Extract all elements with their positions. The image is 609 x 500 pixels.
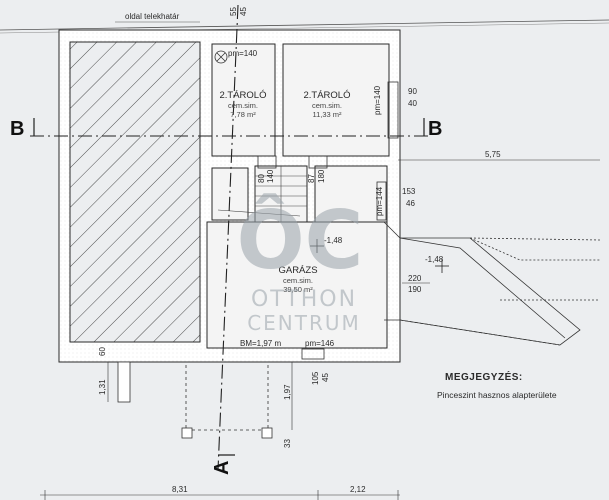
room-garage-area: 39,50 m² (283, 285, 313, 294)
notes: MEGJEGYZÉS: Pinceszint hasznos alapterül… (437, 370, 557, 400)
room-storage-1-name: 2.TÁROLÓ (220, 90, 267, 101)
bottom-details (117, 361, 273, 439)
dim-pm144: pm=144 (375, 186, 384, 216)
dim-575: 5,75 (485, 150, 501, 159)
dim-45: 45 (239, 7, 248, 16)
outer-walls (58, 29, 401, 363)
dim-pm146: pm=146 (305, 339, 335, 348)
dim-55: 55 (229, 7, 238, 16)
watermark-logo-text: ÔC (237, 193, 364, 287)
level-ramp-text: -1,48 (425, 255, 444, 264)
room-storage-2-floor: cem.sim. (312, 101, 342, 110)
room-storage-1-floor: cem.sim. (228, 101, 258, 110)
level-marker-ramp: -1,48 (425, 255, 449, 273)
notes-text: Pinceszint hasznos alapterülete (437, 390, 557, 400)
dim-212: 2,12 (350, 485, 366, 494)
room-storage-1-area: 7,78 m² (230, 110, 256, 119)
dim-80: 80 (257, 174, 266, 183)
dim-190: 190 (408, 285, 422, 294)
dim-pm140-top: pm=140 (228, 49, 258, 58)
dim-197: 1,97 (283, 384, 292, 400)
dim-46: 46 (406, 199, 415, 208)
property-line-label: oldal telekhatár (125, 12, 180, 21)
room-garage: GARÁZS cem.sim. 39,50 m² (278, 265, 317, 294)
dim-140: 140 (266, 169, 275, 183)
dim-831: 8,31 (172, 485, 188, 494)
watermark-logo: ÔC OTTHON CENTRUM (237, 193, 364, 335)
dim-33: 33 (283, 439, 292, 448)
level-marker-garage: -1,48 (310, 236, 343, 253)
room-storage-1: 2.TÁROLÓ cem.sim. 7,78 m² (220, 90, 267, 119)
dim-87: 87 (307, 174, 316, 183)
room-storage-2-area: 11,33 m² (312, 110, 342, 119)
dim-bm: BM=1,97 m (240, 339, 281, 348)
dim-131: 1,31 (98, 379, 107, 395)
external-ramp (383, 221, 601, 346)
dim-180: 180 (317, 169, 326, 183)
room-storage-2-name: 2.TÁROLÓ (304, 90, 351, 101)
section-line-a: A (211, 4, 239, 475)
dim-60: 60 (98, 347, 107, 356)
dim-pm140-right: pm=140 (373, 85, 382, 115)
section-line-b: B B (10, 118, 442, 140)
room-storage-2: 2.TÁROLÓ cem.sim. 11,33 m² (304, 90, 351, 119)
door-symbol (214, 50, 228, 64)
level-garage-text: -1,48 (324, 236, 343, 245)
window-marks (257, 81, 399, 360)
dimension-labels: 55 45 pm=140 pm=140 90 40 5,75 80 140 87… (40, 7, 600, 500)
dim-90: 90 (408, 87, 417, 96)
dim-45b: 45 (321, 373, 330, 382)
section-b-left-label: B (10, 118, 24, 140)
watermark-line2: CENTRUM (247, 311, 361, 335)
dim-105: 105 (311, 371, 320, 385)
stairs (217, 166, 307, 222)
dim-153: 153 (402, 187, 416, 196)
section-b-right-label: B (428, 118, 442, 140)
dim-40: 40 (408, 99, 417, 108)
room-garage-floor: cem.sim. (283, 276, 313, 285)
notes-title: MEGJEGYZÉS: (445, 370, 523, 383)
dim-220: 220 (408, 274, 422, 283)
watermark-line1: OTTHON (251, 287, 357, 312)
room-garage-name: GARÁZS (278, 265, 317, 276)
section-a-label: A (211, 461, 233, 475)
